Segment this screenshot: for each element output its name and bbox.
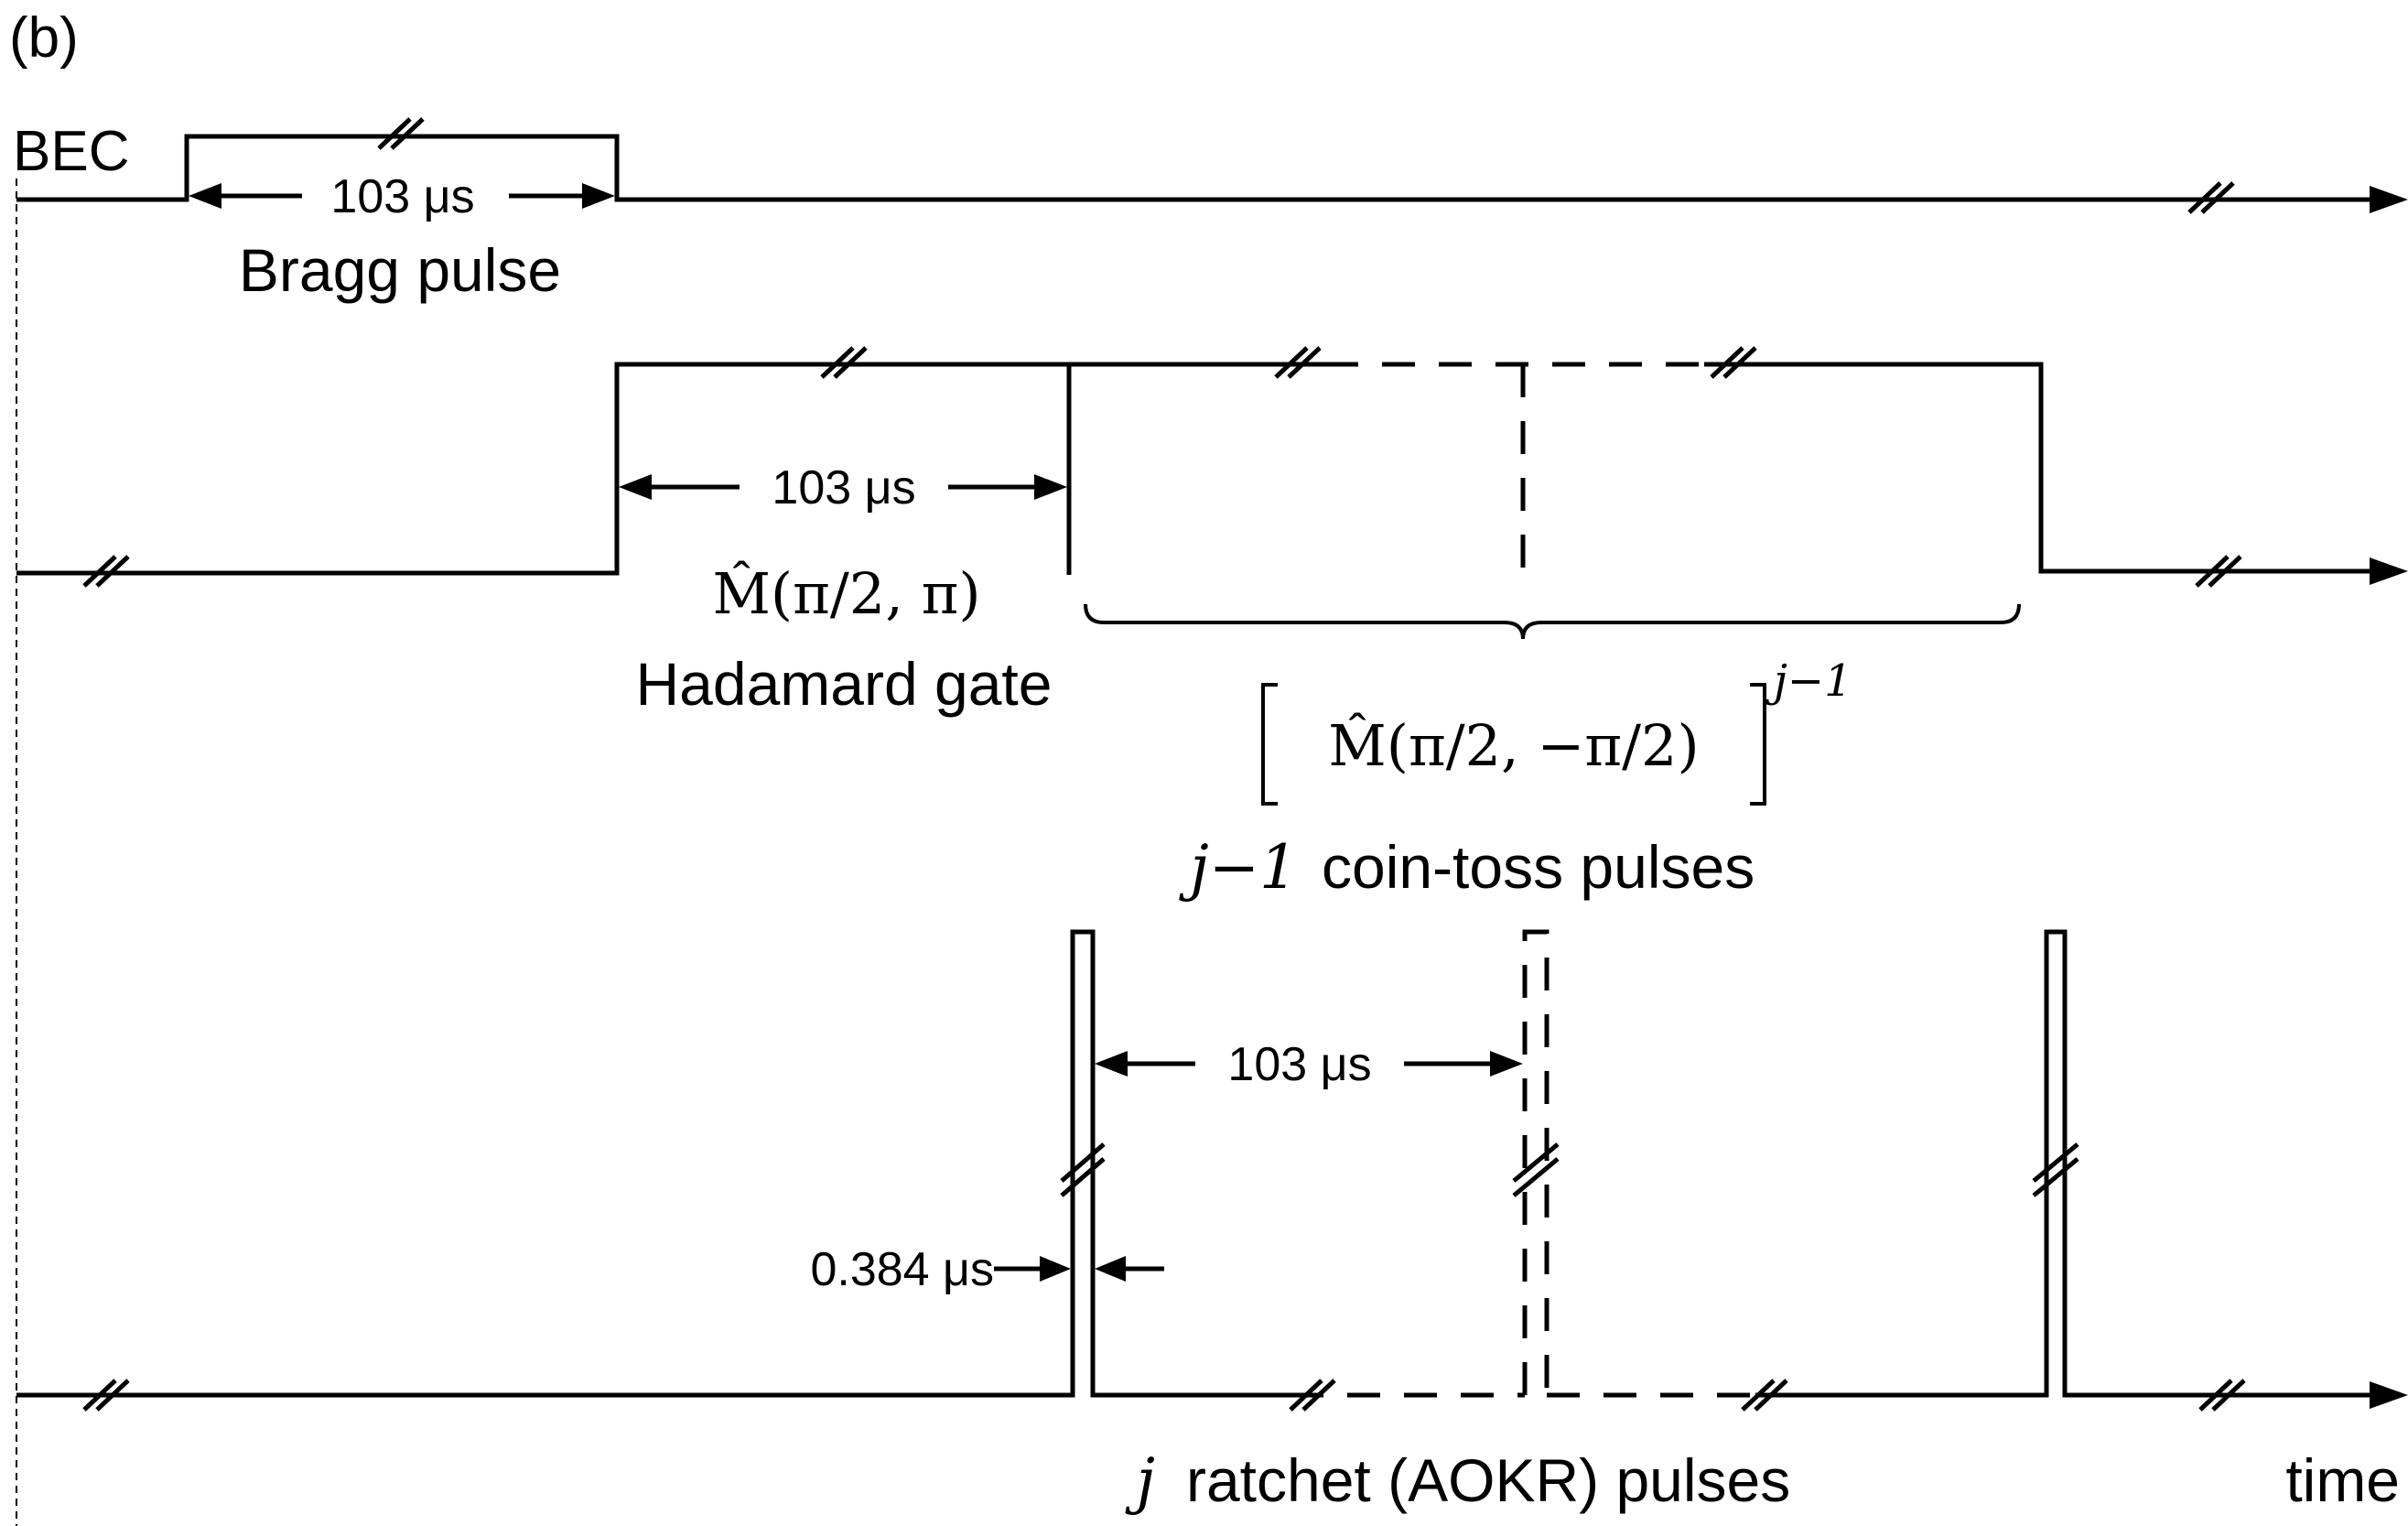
- coin-operator-label: M̂(π/2, −π/2): [1328, 712, 1699, 779]
- coin-row: 103 μs M̂(π/2, π) Hadamard gate M̂(π/2, …: [16, 346, 2408, 903]
- bragg-pulse-label: Bragg pulse: [239, 236, 561, 304]
- break-mark: [1289, 1379, 1336, 1412]
- break-mark: [1274, 346, 1322, 379]
- hadamard-duration-dimension: [619, 474, 1067, 500]
- bragg-row: BEC 103 μs Bragg pulse: [13, 117, 2408, 304]
- coin-exponent-label: j−1: [1766, 655, 1852, 707]
- break-mark: [82, 555, 130, 588]
- break-mark: [2195, 555, 2242, 588]
- coin-count-symbol: j−1: [1178, 832, 1298, 903]
- ratchet-width-dimension: [994, 1256, 1164, 1282]
- ratchet-width-label: 0.384 μs: [810, 1243, 994, 1296]
- left-bracket: [1261, 683, 1278, 806]
- time-axis-arrowhead: [2370, 1381, 2408, 1409]
- ratchet-pulse-dashed-middle: [1522, 929, 1550, 1395]
- ratchet-pulse-trace-first: [16, 929, 1290, 1398]
- bragg-duration-label: 103 μs: [330, 170, 474, 223]
- ratchet-count-symbol: j: [1125, 1445, 1155, 1516]
- ratchet-period-dimension: [1095, 1051, 1523, 1077]
- break-mark: [377, 117, 425, 150]
- break-mark: [1741, 1379, 1788, 1412]
- break-mark: [1060, 1142, 1106, 1197]
- time-axis-label: time: [2285, 1446, 2400, 1514]
- ratchet-row: 103 μs 0.384 μs j ratchet (AOKR) pulses …: [16, 929, 2408, 1516]
- hadamard-gate-label: Hadamard gate: [636, 650, 1053, 718]
- time-axis-arrowhead: [2370, 186, 2408, 213]
- bec-label: BEC: [13, 120, 129, 183]
- coin-toss-pulses-label: coin-toss pulses: [1322, 833, 1755, 901]
- break-mark: [2032, 1142, 2079, 1197]
- ratchet-period-label: 103 μs: [1227, 1038, 1371, 1091]
- coin-pulses-brace: [1084, 603, 2021, 640]
- ratchet-pulses-label: ratchet (AOKR) pulses: [1186, 1446, 1790, 1514]
- break-mark: [2198, 1379, 2246, 1412]
- time-axis-arrowhead: [2370, 557, 2408, 585]
- panel-label: (b): [9, 6, 79, 70]
- break-mark: [1512, 1142, 1560, 1197]
- hadamard-duration-label: 103 μs: [772, 461, 915, 514]
- hadamard-operator-label: M̂(π/2, π): [712, 560, 980, 627]
- break-mark: [2187, 181, 2235, 214]
- break-mark: [82, 1379, 130, 1412]
- break-mark: [1710, 346, 1757, 379]
- hadamard-pulse-trace: [16, 362, 1325, 576]
- bragg-duration-dimension: [189, 183, 615, 209]
- ratchet-pulse-trace-last: [1755, 929, 2370, 1398]
- right-bracket: [1750, 683, 1766, 806]
- break-mark: [820, 346, 868, 379]
- coin-pulse-trace-end: [1704, 362, 2370, 574]
